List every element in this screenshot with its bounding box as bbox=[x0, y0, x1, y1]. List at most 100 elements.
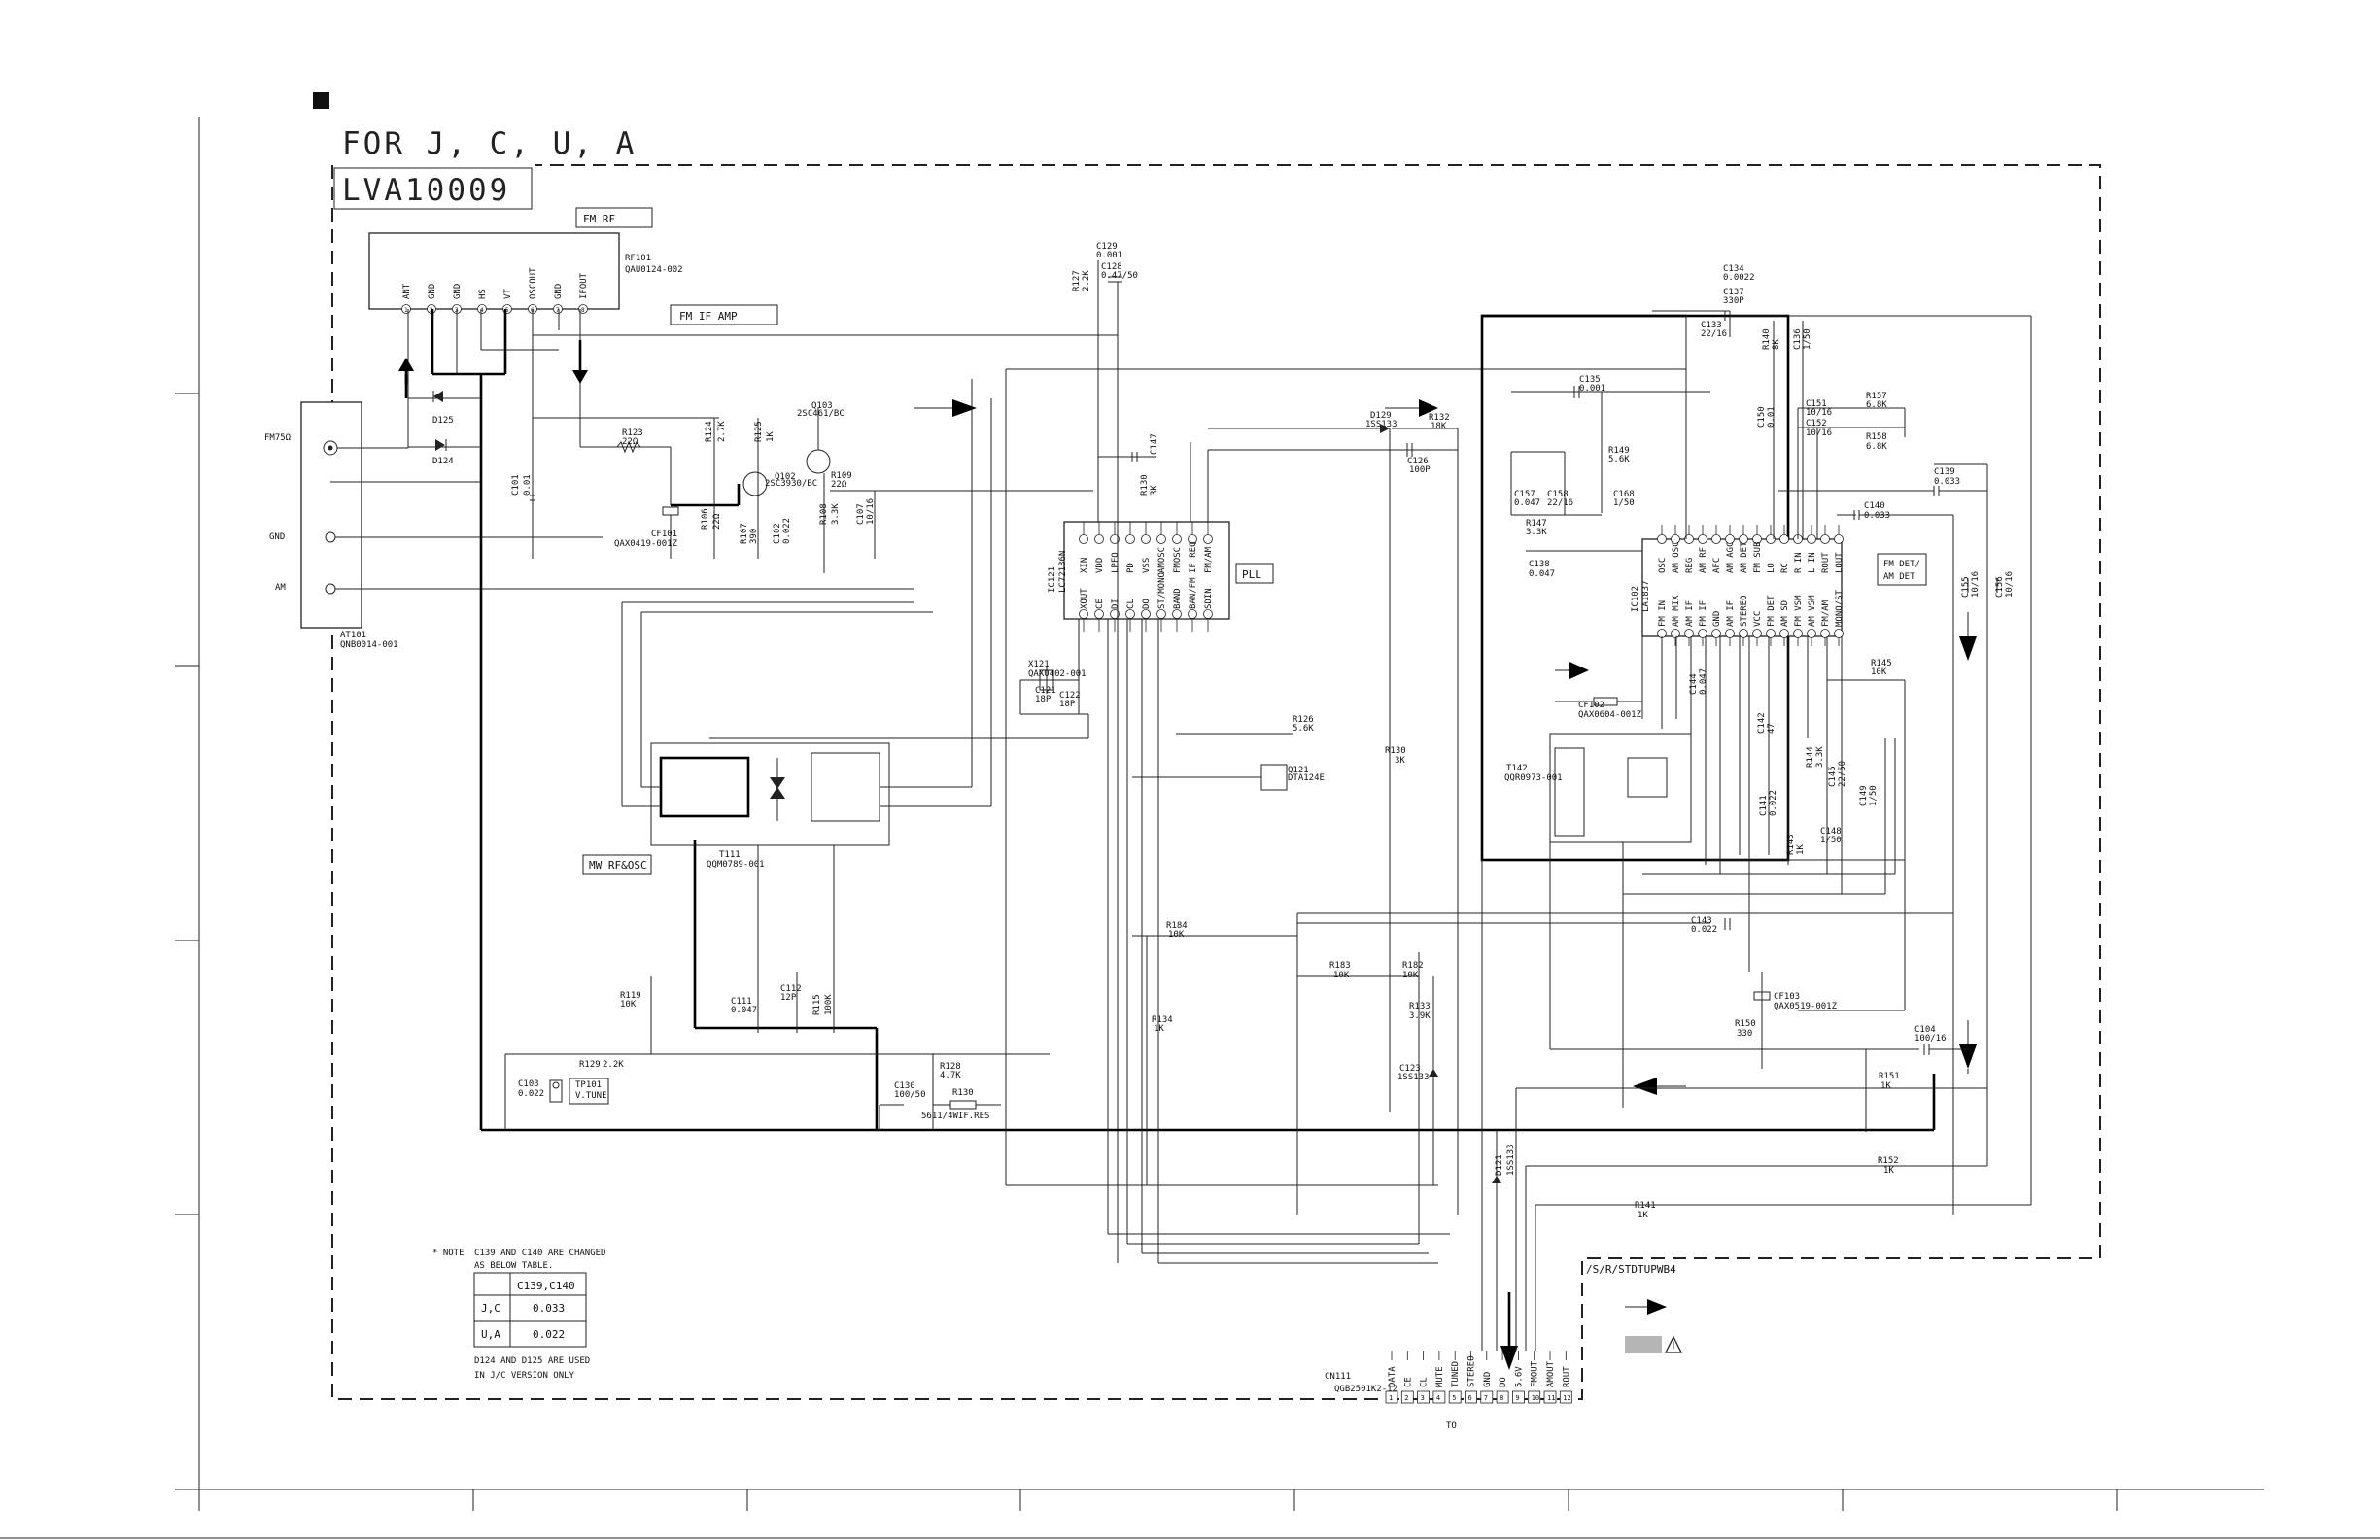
cn111-pin-number: 10 bbox=[1532, 1394, 1539, 1402]
ic102-top-pin-label: AM OSC bbox=[1672, 541, 1681, 573]
cn111-pin-label: FMOUT bbox=[1531, 1360, 1540, 1387]
antenna-terminal: FM75Ω GND AM AT101 QNB0014-001 bbox=[264, 401, 398, 650]
q103-part: 2SC461/BC bbox=[797, 409, 845, 419]
r143-ref: R143 bbox=[1786, 834, 1796, 855]
ic121-top-pin-9 bbox=[1203, 534, 1213, 544]
r184-ref: R184 bbox=[1166, 921, 1188, 931]
c104-ref: C104 bbox=[1914, 1025, 1936, 1035]
ic121-bot-pin-label: DI bbox=[1111, 599, 1121, 609]
r130-note-val: 5611/4WIF.RES bbox=[921, 1112, 989, 1121]
ic102-top-pin-label: AFC bbox=[1712, 558, 1722, 573]
cn111-pin-number: 6 bbox=[1468, 1394, 1472, 1402]
r184-val: 10K bbox=[1168, 930, 1185, 940]
c143-ref: C143 bbox=[1691, 916, 1712, 926]
ic102-top-pin-label: RC bbox=[1780, 563, 1790, 573]
r151-ref: R151 bbox=[1879, 1072, 1900, 1081]
c103-val: 0.022 bbox=[518, 1089, 544, 1099]
ic102-top-pin-5 bbox=[1711, 534, 1721, 544]
c137-val: 330P bbox=[1723, 296, 1744, 306]
cn111-pin-label: MUTE bbox=[1435, 1366, 1445, 1387]
r183-val: 10K bbox=[1333, 971, 1350, 980]
cn111-ref: CN111 bbox=[1325, 1372, 1351, 1382]
ic121-top-pin-label: PD bbox=[1126, 563, 1136, 573]
c156-val: 10/16 bbox=[2005, 571, 2015, 598]
legend-title: /S/R/STDTUPWB4 bbox=[1586, 1263, 1676, 1276]
cn111-pin-label: CE bbox=[1403, 1377, 1413, 1387]
page-title: FOR J, C, U, A bbox=[342, 126, 637, 161]
r150-ref: R150 bbox=[1735, 1019, 1756, 1029]
r147-ref: R147 bbox=[1526, 519, 1547, 529]
c112-ref: C112 bbox=[780, 984, 802, 994]
cn111-connector: CN111 QGB2501K2-12 TO 1DATA2CE3CL4MUTE5T… bbox=[1325, 1351, 1572, 1431]
fm-rf-label-box bbox=[575, 207, 653, 228]
cf101-part: QAX0419-001Z bbox=[614, 539, 678, 549]
r115-val: 100K bbox=[824, 994, 834, 1015]
ic102-top-pin-label: R IN bbox=[1794, 552, 1804, 573]
cn111-pin-label: DATA bbox=[1388, 1366, 1397, 1387]
cn111-pin-label: CL bbox=[1420, 1377, 1430, 1387]
r158-val: 6.8K bbox=[1866, 442, 1887, 452]
ic102-bot-pin-label: AM IF bbox=[1726, 600, 1736, 627]
r132-val: 18K bbox=[1431, 422, 1447, 431]
d121-val: 1SS133 bbox=[1506, 1144, 1516, 1176]
rf101-pin-label: IFOUT bbox=[579, 272, 589, 299]
c101-ref: C101 bbox=[511, 474, 521, 496]
signal-arrow-icon bbox=[1647, 1299, 1667, 1315]
c148-val: 1/50 bbox=[1820, 836, 1842, 845]
r182-val: 10K bbox=[1402, 971, 1419, 980]
ic121-bot-pin-label: CL bbox=[1126, 599, 1136, 609]
rf101-pin-label: HS bbox=[478, 289, 488, 299]
ic121-bot-pin-8 bbox=[1188, 609, 1197, 619]
r130-note-ref: R130 bbox=[952, 1088, 974, 1098]
ic102-bot-pin-11 bbox=[1793, 629, 1803, 638]
ic102-top-pin-label: LOUT bbox=[1835, 552, 1845, 573]
c138-ref: C138 bbox=[1529, 560, 1550, 569]
at101-part: QNB0014-001 bbox=[340, 640, 398, 650]
c142-val: 47 bbox=[1767, 723, 1776, 734]
r119-val: 10K bbox=[620, 1000, 637, 1010]
ic121-top-pin-5 bbox=[1141, 534, 1151, 544]
r151-val: 1K bbox=[1880, 1081, 1891, 1091]
ic102-top-pin-label: REG bbox=[1685, 558, 1695, 573]
change-note: * NOTE C139 AND C140 ARE CHANGED AS BELO… bbox=[432, 1249, 605, 1381]
ic102-bot-pin-3 bbox=[1684, 629, 1694, 638]
c141-ref: C141 bbox=[1759, 795, 1769, 816]
c139-ref: C139 bbox=[1934, 467, 1955, 477]
ic102-bot-pin-label: FM/AM bbox=[1821, 599, 1831, 627]
note-marker: * NOTE bbox=[432, 1249, 465, 1258]
ic102-bot-pin-8 bbox=[1752, 629, 1762, 638]
cf101-ref: CF101 bbox=[651, 530, 677, 539]
fm-det-label: FM DET/ bbox=[1883, 560, 1920, 569]
c130-val: 100/50 bbox=[894, 1090, 926, 1100]
cn111-pin-11 bbox=[1543, 1390, 1557, 1404]
connector-to-label: TO bbox=[1446, 1421, 1457, 1431]
r141-val: 1K bbox=[1638, 1211, 1648, 1220]
r144-val: 3.3K bbox=[1815, 746, 1825, 768]
d125-ref: D125 bbox=[432, 416, 454, 426]
x121-part: QAX0402-001 bbox=[1028, 669, 1087, 679]
rf101-pin-number: 4 bbox=[480, 307, 484, 314]
fm-if-amp-label: FM IF AMP bbox=[679, 310, 738, 323]
cn111-pin-label: TUNED bbox=[1451, 1361, 1461, 1387]
rf101-pin-number: 1 bbox=[404, 307, 408, 314]
c107-val: 10/16 bbox=[866, 498, 876, 525]
cn111-pin-3 bbox=[1417, 1390, 1430, 1404]
ic102-bot-pin-label: STEREO bbox=[1740, 595, 1749, 627]
cn111-pin-label: STEREO bbox=[1467, 1355, 1477, 1387]
c126-ref: C126 bbox=[1407, 457, 1429, 466]
c168-val: 1/50 bbox=[1613, 498, 1635, 508]
ic102-bot-pin-13 bbox=[1820, 629, 1830, 638]
c122-ref: C122 bbox=[1059, 691, 1081, 701]
c104-val: 100/16 bbox=[1914, 1034, 1947, 1044]
rf101-pin-8 bbox=[578, 304, 588, 314]
note-row-jc: J,C bbox=[481, 1302, 500, 1315]
ic121-top-pin-7 bbox=[1172, 534, 1182, 544]
ic121-bot-pin-label: XOUT bbox=[1080, 588, 1089, 609]
r132-ref: R132 bbox=[1429, 413, 1450, 423]
q102-part: 2SC3930/BC bbox=[765, 479, 817, 489]
c111-val: 0.047 bbox=[731, 1006, 757, 1015]
r149-val: 5.6K bbox=[1608, 455, 1630, 464]
ic102-top-pin-label: L IN bbox=[1808, 552, 1817, 573]
